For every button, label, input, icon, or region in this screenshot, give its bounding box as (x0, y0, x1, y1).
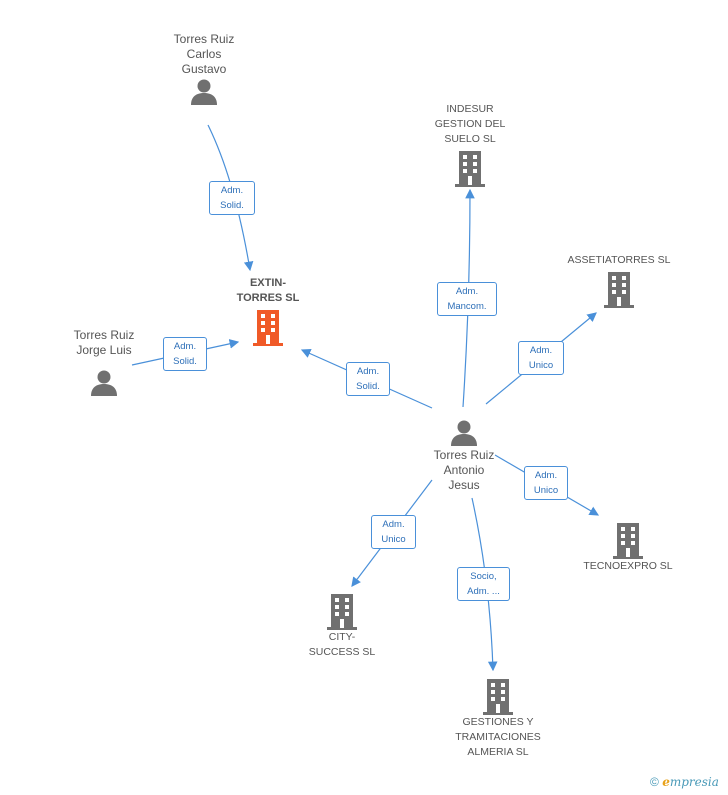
company-node-gestiones[interactable]: GESTIONES Y TRAMITACIONES ALMERIA SL (436, 679, 560, 760)
person-icon (191, 79, 217, 105)
building-icon (613, 523, 643, 559)
company-label: INDESUR GESTION DEL SUELO SL (434, 103, 506, 145)
company-label: ASSETIATORRES SL (567, 254, 671, 266)
relation-label-antonio-extin: Adm. Solid. (346, 362, 390, 396)
brand-logo: empresia (662, 775, 719, 789)
company-label: EXTIN- TORRES SL (236, 277, 300, 304)
relation-label-antonio-assetia: Adm. Unico (518, 341, 564, 375)
person-label: Torres Ruiz Jorge Luis (73, 328, 135, 357)
relation-label-antonio-tecno: Adm. Unico (524, 466, 568, 500)
company-node-extin-torres[interactable]: EXTIN- TORRES SL (218, 276, 318, 346)
company-node-tecnoexpro[interactable]: TECNOEXPRO SL (576, 523, 680, 574)
relation-label-antonio-indesur: Adm. Mancom. (437, 282, 497, 316)
person-node-antonio[interactable]: Torres Ruiz Antonio Jesus (410, 418, 518, 493)
person-icon (91, 370, 117, 396)
building-icon (455, 151, 485, 187)
relation-label-jorge-extin: Adm. Solid. (163, 337, 207, 371)
person-label: Torres Ruiz Carlos Gustavo (173, 32, 235, 76)
copyright-symbol: © (650, 775, 659, 789)
relation-label-carlos-extin: Adm. Solid. (209, 181, 255, 215)
company-node-assetiatorres[interactable]: ASSETIATORRES SL (560, 253, 678, 308)
relation-label-antonio-gestiones: Socio, Adm. ... (457, 567, 510, 601)
person-node-carlos[interactable]: Torres Ruiz Carlos Gustavo (150, 32, 258, 107)
building-icon (483, 679, 513, 715)
company-label: CITY- SUCCESS SL (308, 631, 376, 658)
person-node-jorge[interactable]: Torres Ruiz Jorge Luis (50, 328, 158, 398)
person-icon (451, 420, 477, 446)
person-label: Torres Ruiz Antonio Jesus (433, 448, 495, 492)
building-icon (253, 310, 283, 346)
company-node-indesur[interactable]: INDESUR GESTION DEL SUELO SL (418, 102, 522, 187)
company-node-city-success[interactable]: CITY- SUCCESS SL (290, 594, 394, 660)
brand-footer: © empresia (650, 775, 719, 789)
building-icon (604, 272, 634, 308)
company-label: GESTIONES Y TRAMITACIONES ALMERIA SL (455, 716, 541, 758)
relation-label-antonio-city: Adm. Unico (371, 515, 416, 549)
company-label: TECNOEXPRO SL (583, 560, 673, 572)
building-icon (327, 594, 357, 630)
